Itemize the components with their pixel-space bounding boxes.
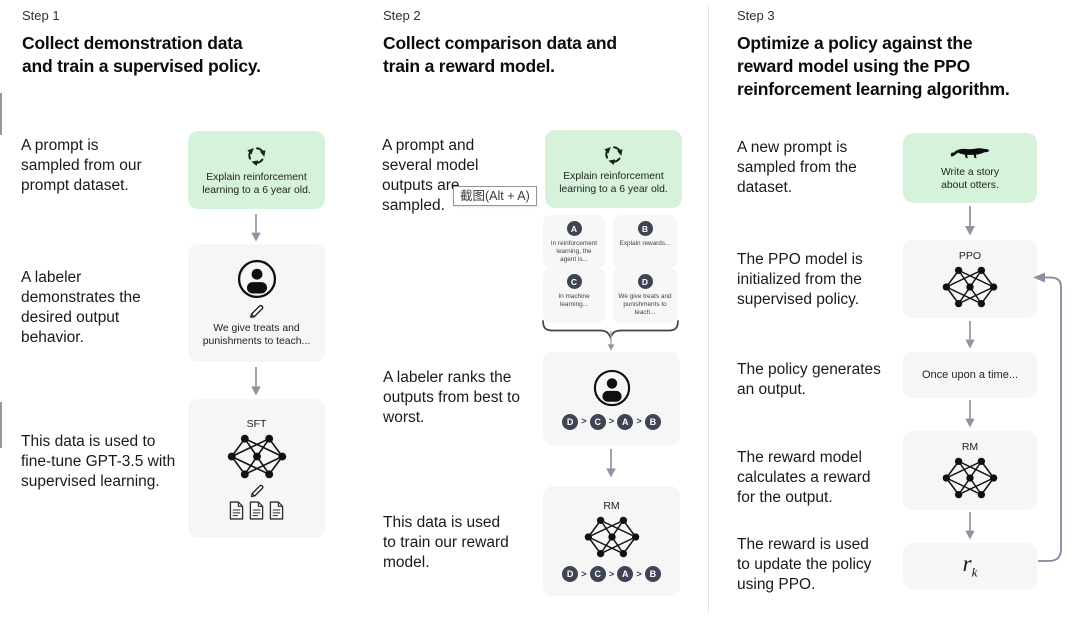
page-edge-fragment: [0, 402, 2, 448]
output-text-b: Explain rewards...: [619, 240, 671, 247]
step2-row2-text: A labeler ranks the outputs from best to…: [383, 369, 520, 426]
rank-badge: B: [644, 566, 661, 582]
step3-ppo-card: PPO: [903, 240, 1037, 318]
output-badge-c: C: [566, 274, 582, 289]
step1-sft-card: SFT: [188, 399, 325, 538]
cycle-icon: [245, 144, 268, 167]
down-arrow: [605, 449, 617, 478]
rm-model-label: RM: [603, 500, 620, 512]
down-arrow: [964, 206, 976, 236]
rank-separator: >: [636, 416, 642, 427]
output-card-b: B Explain rewards...: [613, 215, 677, 269]
rank-badge: D: [562, 413, 579, 430]
step3-output-card: Once upon a time...: [903, 352, 1037, 398]
step3-output-text: Once upon a time...: [922, 368, 1018, 381]
rank-separator: >: [608, 568, 615, 580]
step3-row1-text: A new prompt is sampled from the dataset…: [737, 139, 857, 196]
down-arrow: [250, 367, 262, 396]
step1-row3-text: This data is used to fine-tune GPT-3.5 w…: [21, 433, 176, 490]
down-arrow: [964, 400, 976, 428]
document-icon: [229, 501, 244, 520]
output-badge-b: B: [637, 221, 653, 236]
step2-label: Step 2: [383, 8, 421, 23]
down-arrow: [250, 214, 262, 242]
step1-row2-text: A labeler demonstrates the desired outpu…: [21, 269, 141, 346]
rank-separator: >: [581, 416, 587, 427]
document-icon: [249, 501, 264, 520]
documents-row: [229, 501, 284, 520]
neural-network-icon: [227, 433, 287, 480]
feedback-loop-arrow: [1033, 272, 1062, 562]
down-arrow: [964, 321, 976, 349]
step2-row1-text: A prompt and several model outputs are s…: [382, 137, 479, 214]
step3-rm-card: RM: [903, 431, 1037, 510]
document-icon: [269, 501, 284, 520]
reward-symbol: rk: [962, 551, 978, 580]
cycle-icon: [602, 143, 625, 166]
down-arrow: [964, 512, 976, 540]
step1-label: Step 1: [22, 8, 60, 23]
rm-model-label: RM: [961, 441, 979, 453]
otter-icon: [950, 144, 990, 163]
step3-row5-text: The reward is used to update the policy …: [737, 536, 872, 593]
output-badge-d: D: [637, 274, 653, 289]
rank-badge: A: [617, 413, 634, 430]
neural-network-icon: [942, 456, 998, 500]
neural-network-icon: [584, 515, 640, 559]
rank-badge: A: [617, 566, 634, 582]
page-edge-fragment: [0, 93, 2, 135]
sft-model-label: SFT: [246, 417, 267, 430]
rank-separator: >: [636, 568, 642, 580]
rank-badge: C: [589, 413, 606, 430]
ranking-row: D > C > A > B: [562, 566, 661, 582]
rank-badge: D: [562, 566, 579, 582]
neural-network-icon: [942, 265, 998, 309]
pencil-icon: [248, 303, 265, 320]
ranking-row: D > C > A > B: [562, 413, 661, 430]
step3-label: Step 3: [737, 8, 775, 23]
ppo-model-label: PPO: [958, 249, 982, 262]
column-divider: [708, 6, 709, 612]
down-arrow: [605, 331, 617, 351]
labeler-icon: [592, 368, 632, 408]
step2-rm-card: RM D > C > A > B: [543, 486, 680, 596]
step3-row3-text: The policy generates an output.: [737, 361, 881, 398]
labeler-icon: [236, 258, 278, 300]
step3-row4-text: The reward model calculates a reward for…: [737, 449, 871, 506]
rank-badge: C: [589, 566, 606, 582]
step2-ranking-card: D > C > A > B: [543, 352, 680, 445]
pencil-icon: [249, 483, 265, 499]
output-badge-a: A: [566, 221, 582, 236]
step3-reward-card: rk: [903, 543, 1037, 589]
rank-separator: >: [581, 568, 587, 580]
screenshot-tooltip: 截图(Alt + A): [453, 186, 537, 206]
step2-row3-text: This data is used to train our reward mo…: [383, 514, 509, 571]
step3-row2-text: The PPO model is initialized from the su…: [737, 251, 863, 308]
rank-separator: >: [608, 416, 615, 427]
rank-badge: B: [644, 413, 661, 430]
step1-row1-text: A prompt is sampled from our prompt data…: [21, 137, 142, 194]
